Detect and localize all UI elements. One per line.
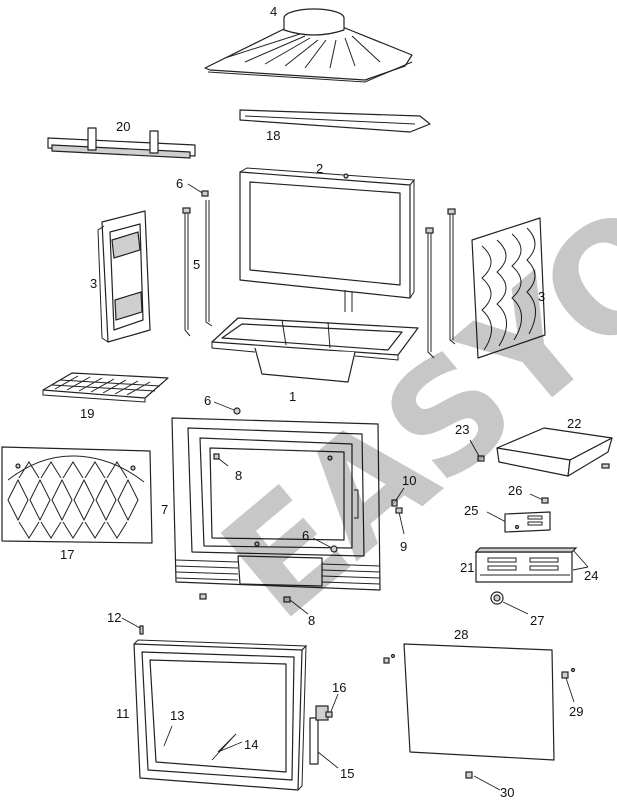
label-9: 9 [400,539,407,554]
label-2: 2 [316,161,323,176]
label-22: 22 [567,416,581,431]
label-23: 23 [455,422,469,437]
label-29: 29 [569,704,583,719]
part-13-gasket-pin [163,725,173,747]
part-1-firebox-base [211,317,419,383]
leader-24 [572,549,589,571]
part-3-side-panel-right [471,217,546,359]
part-26-screw [529,493,549,504]
part-17-decor-panel [1,446,153,544]
part-18-baffle [239,109,431,133]
part-8-bolt-lower [199,593,309,615]
label-8-lower: 8 [308,613,315,628]
part-11-door [133,639,308,791]
part-6-screw-top [187,183,209,197]
part-9-latch-pin [395,507,405,535]
label-17: 17 [60,547,74,562]
label-4: 4 [270,4,277,19]
part-23-screw [469,439,610,469]
part-12-pin [121,617,144,635]
label-6-top: 6 [176,176,183,191]
label-26: 26 [508,483,522,498]
label-30: 30 [500,785,514,800]
part-21-air-slider [474,547,578,583]
part-6-screw-mid [213,401,241,415]
part-15-handle [309,705,339,769]
part-28-glass-panel [383,643,555,761]
label-27: 27 [530,613,544,628]
label-18: 18 [266,128,280,143]
label-3-left: 3 [90,276,97,291]
part-22-ash-tray [496,427,613,477]
label-6-mid: 6 [204,393,211,408]
part-20-rail [47,127,196,159]
part-29-clip [561,667,576,703]
label-13: 13 [170,708,184,723]
part-30-screw [465,771,501,791]
label-25: 25 [464,503,478,518]
label-14: 14 [244,737,258,752]
label-21: 21 [460,560,474,575]
part-6-screw-lower [312,537,338,553]
part-8-bolt-upper [213,453,229,467]
part-27-knob [490,591,529,615]
part-10-latch [391,487,405,507]
part-2-frame [239,167,415,312]
label-19: 19 [80,406,94,421]
part-3-side-panel-left [97,210,151,343]
part-rods-right [425,208,456,359]
label-8-upper: 8 [235,468,242,483]
part-16-handle-screw [325,693,339,718]
part-4-flue-hood [204,8,413,83]
part-19-grate [42,372,169,403]
label-10: 10 [402,473,416,488]
label-12: 12 [107,610,121,625]
label-7: 7 [161,502,168,517]
label-6-lower: 6 [302,528,309,543]
part-25-plate [486,511,551,533]
part-5-rods-left [182,200,213,337]
label-3-right: 3 [538,289,545,304]
label-1: 1 [289,389,296,404]
label-15: 15 [340,766,354,781]
label-20: 20 [116,119,130,134]
label-24: 24 [584,568,598,583]
label-5: 5 [193,257,200,272]
part-14-gasket [211,733,243,761]
label-28: 28 [454,627,468,642]
part-7-front-casting [171,417,381,591]
label-11: 11 [116,706,130,721]
label-16: 16 [332,680,346,695]
